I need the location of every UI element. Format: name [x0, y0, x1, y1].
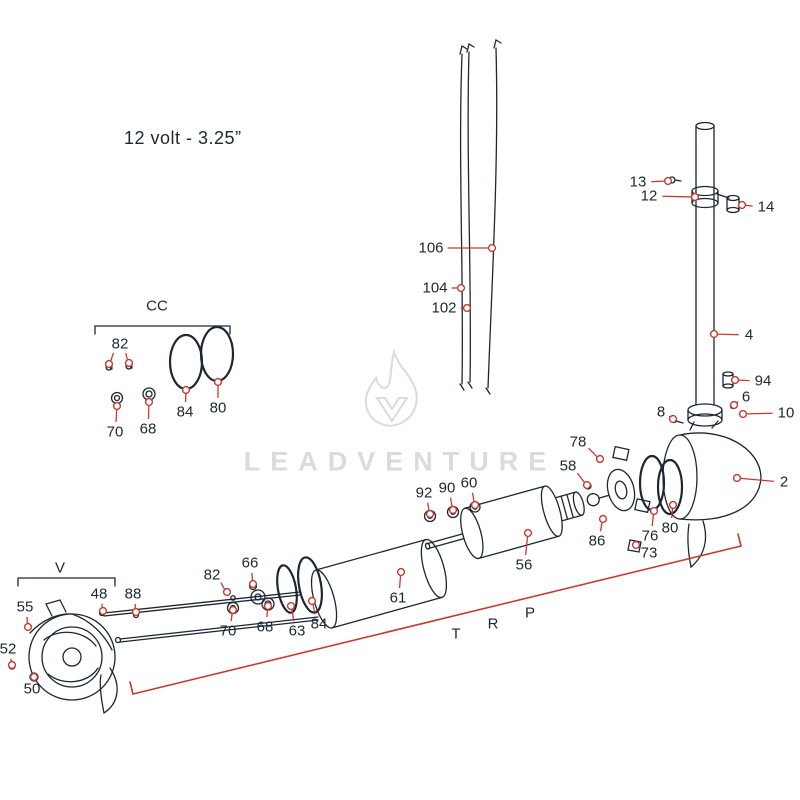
part-label-66: 66	[241, 554, 259, 572]
part-label-8: 8	[656, 403, 666, 421]
part-label-55: 55	[16, 598, 34, 616]
part-label-80: 80	[209, 399, 227, 417]
part-label-106: 106	[418, 239, 444, 257]
part-label-70: 70	[219, 622, 237, 640]
group-label-r: R	[487, 615, 499, 633]
part-label-2: 2	[779, 473, 789, 491]
part-label-86: 86	[588, 532, 606, 550]
part-label-76: 76	[641, 527, 659, 545]
leader-lines	[7, 176, 774, 682]
watermark-flame-icon	[364, 348, 418, 427]
motor-shaft	[668, 121, 740, 427]
part-label-6: 6	[741, 388, 751, 406]
watermark-text: LEADVENTURE	[243, 446, 557, 477]
part-label-14: 14	[757, 198, 775, 216]
part-label-92: 92	[415, 484, 433, 502]
part-label-84: 84	[310, 615, 328, 633]
part-label-48: 48	[90, 585, 108, 603]
part-label-56: 56	[515, 556, 533, 574]
group-label-p: P	[524, 604, 536, 622]
part-label-68: 68	[139, 420, 157, 438]
part-label-88: 88	[124, 585, 142, 603]
group-label-t: T	[451, 625, 461, 643]
part-label-60: 60	[460, 474, 478, 492]
group-label-v: V	[54, 559, 66, 577]
part-label-10: 10	[777, 404, 795, 422]
part-label-82: 82	[203, 566, 221, 584]
part-label-68: 68	[256, 618, 274, 636]
part-label-80: 80	[661, 519, 679, 537]
diagram-title: 12 volt - 3.25”	[124, 128, 242, 148]
part-label-13: 13	[629, 173, 647, 191]
part-label-58: 58	[559, 457, 577, 475]
part-label-50: 50	[23, 680, 41, 698]
steering-cables	[459, 38, 502, 395]
part-label-61: 61	[389, 589, 407, 607]
part-label-73: 73	[640, 544, 658, 562]
assembly-span-bracket	[129, 533, 742, 695]
part-label-78: 78	[569, 433, 587, 451]
part-label-94: 94	[754, 372, 772, 390]
part-label-104: 104	[422, 279, 448, 297]
part-label-63: 63	[288, 622, 306, 640]
part-label-82: 82	[111, 335, 129, 353]
part-label-12: 12	[640, 187, 658, 205]
part-label-90: 90	[438, 479, 456, 497]
part-label-70: 70	[106, 423, 124, 441]
part-label-84: 84	[176, 403, 194, 421]
v-bracket	[17, 577, 116, 587]
group-label-cc: CC	[146, 297, 168, 315]
part-label-4: 4	[744, 326, 754, 344]
part-label-102: 102	[431, 299, 457, 317]
part-label-52: 52	[0, 640, 17, 658]
